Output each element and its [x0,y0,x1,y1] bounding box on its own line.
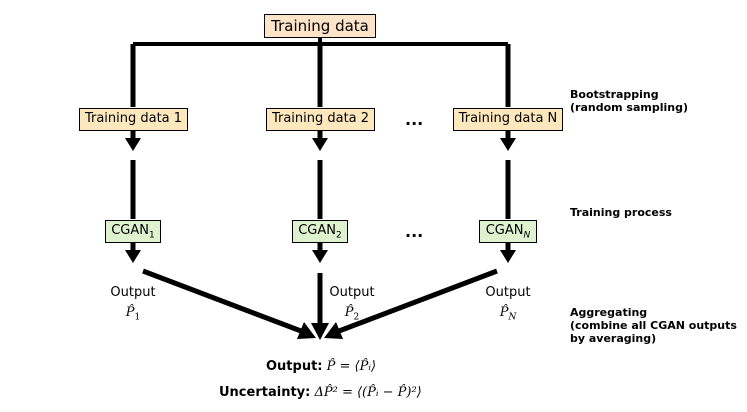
training-data-n-box: Training data N [453,108,563,131]
arrow-data-to-gap-n [500,131,516,151]
stage-bootstrapping-line-2: (random sampling) [570,101,689,114]
final-uncertainty: Uncertainty: ΔP̂² = ⟨(P̂ᵢ − P̂)²⟩ [219,385,422,400]
stage-bootstrapping: Bootstrapping (random sampling) [570,88,688,114]
output-n-sub: N [508,312,517,323]
ellipsis-cgan: ... [405,222,424,241]
arrow-cgan-to-output-2 [312,243,328,263]
output-2-symbol: P̂2 [322,305,382,323]
final-output-label: Output: [266,359,323,374]
arrow-aggregate-2 [311,273,329,340]
arrow-data-to-gap-1 [125,131,141,151]
cgan-n-subscript: N [523,230,531,241]
cgan-1-subscript: 1 [149,230,155,241]
final-output: Output: P̂ = ⟨P̂ᵢ⟩ [266,359,376,374]
output-1-p: P̂ [125,305,135,320]
training-data-2-box: Training data 2 [266,108,375,131]
cgan-n-label: CGAN [485,223,524,238]
arrow-aggregate-1 [142,268,316,339]
final-uncertainty-formula: ΔP̂² = ⟨(P̂ᵢ − P̂)²⟩ [314,385,422,400]
output-n-p: P̂ [499,305,509,320]
ellipsis-data: ... [405,110,424,129]
arrow-cgan-to-output-n [500,243,516,263]
output-1-symbol: P̂1 [103,305,163,323]
stage-training: Training process [570,206,672,219]
stage-aggregating: Aggregating (combine all CGAN outputs by… [570,306,737,345]
arrow-aggregate-n [324,268,498,339]
cgan-1-box: CGAN1 [105,220,161,243]
stage-aggregating-line-2: (combine all CGAN outputs [570,319,737,332]
arrow-cgan-to-output-1 [125,243,141,263]
stage-aggregating-line-3: by averaging) [570,332,657,345]
output-2-sub: 2 [353,312,360,323]
output-n-label: Output [485,285,531,300]
output-1-sub: 1 [134,312,141,323]
cgan-n-box: CGANN [479,220,537,243]
final-uncertainty-label: Uncertainty: [219,385,311,400]
output-2-label: Output [329,285,375,300]
stage-training-line-1: Training process [570,206,672,219]
training-data-box: Training data [264,14,376,38]
output-2-p: P̂ [344,305,354,320]
stage-aggregating-line-1: Aggregating [570,306,648,319]
final-output-formula: P̂ = ⟨P̂ᵢ⟩ [326,359,377,374]
cgan-2-label: CGAN [298,223,337,238]
training-data-1-box: Training data 1 [79,108,188,131]
cgan-2-box: CGAN2 [292,220,348,243]
cgan-2-subscript: 2 [336,230,342,241]
stage-bootstrapping-line-1: Bootstrapping [570,88,659,101]
cgan-1-label: CGAN [111,223,150,238]
output-n-symbol: P̂N [478,305,538,323]
arrow-data-to-gap-2 [312,131,328,151]
output-1-label: Output [110,285,156,300]
